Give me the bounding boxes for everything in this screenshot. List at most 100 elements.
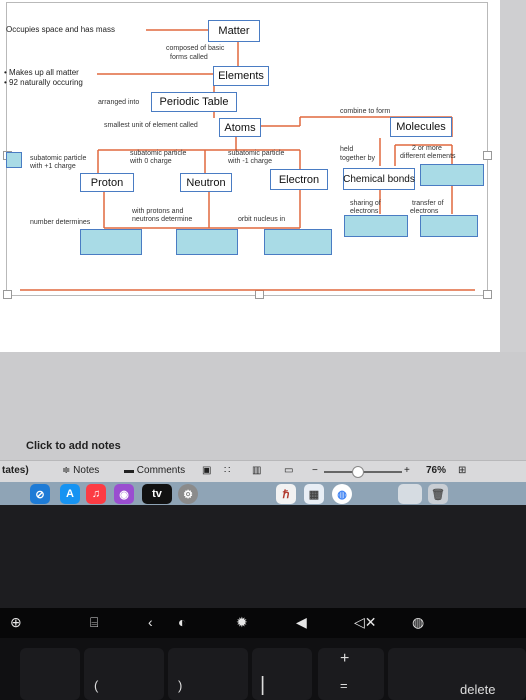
answer-box-empty[interactable] bbox=[420, 164, 484, 186]
label-naturally-occuring: • 92 naturally occuring bbox=[4, 78, 83, 87]
slideshow-icon[interactable]: ▭ bbox=[284, 465, 294, 476]
label-neutrons-determine: neutrons determine bbox=[132, 216, 193, 223]
apple-tv-icon[interactable]: tv bbox=[142, 484, 172, 504]
answer-box-empty[interactable] bbox=[80, 229, 142, 255]
equals-label: = bbox=[340, 678, 348, 693]
label-makes-up: • Makes up all matter bbox=[4, 68, 79, 77]
label-two-or-more: 2 or more bbox=[412, 145, 442, 152]
photos-icon[interactable]: ▦ bbox=[304, 484, 324, 504]
selection-frame bbox=[6, 2, 488, 296]
app-store-icon[interactable]: A bbox=[60, 484, 80, 504]
hyperlink-app-icon[interactable]: ℏ bbox=[276, 484, 296, 504]
label-transfer-of: transfer of bbox=[412, 200, 444, 207]
label-subatomic-neutral: subatomic particle bbox=[130, 150, 187, 157]
dock: ⊘ A ♫ ◉ tv ⚙ ℏ ▦ ◍ 🗑 bbox=[0, 482, 526, 505]
notes-pane[interactable]: Click to add notes bbox=[0, 352, 526, 460]
label-with-protons: with protons and bbox=[132, 208, 184, 215]
answer-box-empty[interactable] bbox=[6, 152, 22, 168]
key-delete[interactable]: delete bbox=[388, 648, 526, 700]
siri-icon[interactable]: ◐ bbox=[178, 614, 187, 630]
answer-box-empty[interactable] bbox=[344, 215, 408, 237]
box-periodic-table[interactable]: Periodic Table bbox=[151, 92, 237, 112]
box-proton[interactable]: Proton bbox=[80, 173, 134, 192]
box-electron[interactable]: Electron bbox=[270, 169, 328, 190]
label-orbit-nucleus: orbit nucleus in bbox=[238, 216, 286, 223]
comments-toggle-label: Comments bbox=[136, 465, 186, 476]
label-number-determines: number determines bbox=[30, 219, 91, 226]
trash-icon[interactable]: 🗑 bbox=[428, 484, 448, 504]
back-icon[interactable]: ‹ bbox=[148, 614, 153, 630]
status-language: tates) bbox=[2, 465, 29, 476]
comment-icon: ▬ bbox=[124, 465, 137, 476]
notes-toggle-button[interactable]: ≑ Notes bbox=[62, 465, 99, 476]
label-composed: composed of basic bbox=[166, 45, 225, 52]
zoom-level: 76% bbox=[426, 465, 447, 476]
siri-assistant-icon[interactable]: ◍ bbox=[412, 614, 425, 630]
label-together-by: together by bbox=[340, 155, 376, 162]
key[interactable]: | bbox=[252, 648, 312, 700]
box-neutron[interactable]: Neutron bbox=[180, 173, 232, 192]
music-icon[interactable]: ♫ bbox=[86, 484, 106, 504]
settings-icon[interactable]: ⚙ bbox=[178, 484, 198, 504]
notes-toggle-label: Notes bbox=[73, 465, 100, 476]
label-transfer-electrons: electrons bbox=[410, 208, 439, 215]
answer-box-empty[interactable] bbox=[264, 229, 332, 255]
box-matter[interactable]: Matter bbox=[208, 20, 260, 42]
keyboard: ( ) | += delete bbox=[0, 638, 526, 700]
slide-sorter-icon[interactable]: ∷ bbox=[224, 465, 231, 476]
answer-box-empty[interactable] bbox=[420, 215, 478, 237]
laptop-bezel bbox=[0, 505, 526, 608]
label-different-elements: different elements bbox=[400, 153, 456, 160]
comments-toggle-button[interactable]: ▬ Comments bbox=[124, 465, 185, 476]
open-paren-label: ( bbox=[94, 678, 99, 693]
label-arranged-into: arranged into bbox=[98, 99, 140, 106]
key-open-paren[interactable]: ( bbox=[84, 648, 164, 700]
safari-icon[interactable]: ⊘ bbox=[30, 484, 50, 504]
plus-label: + bbox=[340, 650, 350, 667]
notes-icon: ≑ bbox=[62, 465, 74, 476]
brightness-icon[interactable]: ✹ bbox=[236, 614, 248, 630]
key[interactable] bbox=[20, 648, 80, 700]
zoom-in-icon[interactable]: + bbox=[404, 465, 410, 476]
label-combine-to-form: combine to form bbox=[340, 108, 391, 115]
slide-canvas[interactable]: Occupies space and has mass composed of … bbox=[0, 0, 500, 352]
notes-placeholder[interactable]: Click to add notes bbox=[26, 440, 121, 452]
mute-icon[interactable]: ◁✕ bbox=[354, 614, 377, 630]
apple-tv-label: tv bbox=[152, 488, 162, 500]
delete-label: delete bbox=[460, 682, 496, 697]
label-zero-charge: with 0 charge bbox=[130, 158, 172, 165]
key-close-paren[interactable]: ) bbox=[168, 648, 248, 700]
box-molecules[interactable]: Molecules bbox=[390, 117, 452, 137]
label-occupies-space: Occupies space and has mass bbox=[6, 25, 115, 34]
box-atoms[interactable]: Atoms bbox=[219, 118, 261, 137]
label-sharing-of: sharing of bbox=[350, 200, 381, 207]
label-forms-called: forms called bbox=[170, 54, 208, 61]
fit-slide-icon[interactable]: ⊞ bbox=[458, 465, 467, 476]
reading-view-icon[interactable]: ▥ bbox=[252, 465, 262, 476]
resize-handle[interactable] bbox=[3, 290, 12, 299]
label-negative-charge: with -1 charge bbox=[228, 158, 272, 165]
folder-icon[interactable] bbox=[398, 484, 422, 504]
close-paren-label: ) bbox=[178, 678, 183, 693]
key-equals[interactable]: += bbox=[318, 648, 384, 700]
zoom-out-icon[interactable]: − bbox=[312, 465, 318, 476]
podcasts-icon[interactable]: ◉ bbox=[114, 484, 134, 504]
label-subatomic-negative: subatomic particle bbox=[228, 150, 285, 157]
esc-icon[interactable]: ⊕ bbox=[10, 614, 22, 630]
resize-handle[interactable] bbox=[483, 151, 492, 160]
touch-bar: ⊕ ⌸ ‹ ◐ ✹ ◀ ◁✕ ◍ bbox=[0, 608, 526, 638]
resize-handle[interactable] bbox=[483, 290, 492, 299]
status-bar: tates) ≑ Notes ▬ Comments ▣ ∷ ▥ ▭ − + 76… bbox=[0, 460, 526, 483]
box-elements[interactable]: Elements bbox=[213, 66, 269, 86]
label-sharing-electrons: electrons bbox=[350, 208, 379, 215]
keynote-icon[interactable]: ⌸ bbox=[90, 614, 99, 630]
label-subatomic-positive: subatomic particle bbox=[30, 155, 87, 162]
key-glyph: | bbox=[260, 674, 266, 696]
volume-icon[interactable]: ◀ bbox=[296, 614, 307, 630]
chrome-icon[interactable]: ◍ bbox=[332, 484, 352, 504]
normal-view-icon[interactable]: ▣ bbox=[202, 465, 212, 476]
answer-box-empty[interactable] bbox=[176, 229, 238, 255]
label-smallest-unit: smallest unit of element called bbox=[104, 122, 198, 129]
box-chemical-bonds[interactable]: Chemical bonds bbox=[343, 168, 415, 190]
zoom-slider-handle[interactable] bbox=[352, 466, 364, 478]
